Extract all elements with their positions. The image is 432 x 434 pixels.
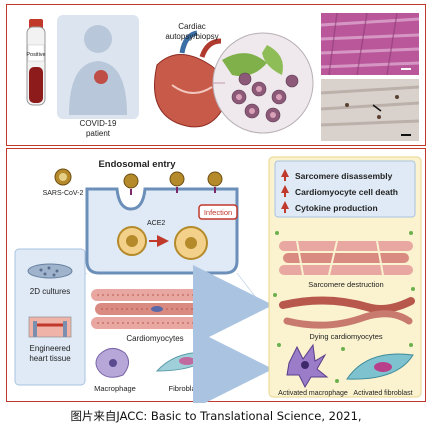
activated-fibroblast-icon (346, 353, 414, 380)
upregulation-arrows (281, 169, 289, 213)
activated-macrophage-label: Activated macrophage (278, 390, 348, 397)
culture-2d-label: 2D cultures (30, 287, 70, 296)
fibroblast-icon (155, 351, 214, 372)
cardiomyocyte-bundle (91, 289, 219, 329)
cardiomyocytes-label: Cardiomyocytes (126, 334, 183, 343)
autopsy-label-line2: autopsy/biopsy (165, 32, 218, 41)
patient-label-line2: patient (86, 129, 111, 138)
engineered-label-line1: Engineered (30, 344, 71, 353)
macrophage-icon (95, 348, 129, 378)
fibroblast-label: Fibroblast (169, 384, 203, 393)
endosome-2 (174, 226, 208, 260)
endosomal-entry-title: Endosomal entry (98, 159, 176, 170)
bottom-panel: Endosomal entry SARS-CoV-2 ACE2 (6, 148, 426, 403)
sarcomere-destruction-label: Sarcomere destruction (308, 280, 383, 289)
patient-label-line1: COVID-19 (80, 119, 117, 128)
cell-membrane (85, 187, 239, 275)
effect-sarcomere: Sarcomere disassembly (295, 171, 393, 181)
tissue-section (212, 32, 314, 134)
virus-icon (54, 168, 72, 186)
infection-badge (198, 204, 238, 220)
heart-icon (94, 70, 108, 84)
effect-cell-death: Cardiomyocyte cell death (295, 187, 398, 197)
sarcomere-destruction-image (279, 240, 413, 276)
autopsy-label-line1: Cardiac (178, 22, 206, 31)
dying-cardiomyocytes-image (279, 296, 415, 329)
cytokine-dots (273, 231, 415, 383)
virus-label: SARS-CoV-2 (43, 190, 84, 197)
culture-panel (14, 248, 86, 386)
histology-image-he (320, 12, 420, 76)
histology-image-ihc (320, 79, 420, 141)
dying-cardiomyocytes-label: Dying cardiomyocytes (309, 332, 383, 341)
activated-fibroblast-label: Activated fibroblast (353, 390, 412, 397)
receptor-bound-virus (123, 171, 223, 195)
macrophage-label: Macrophage (94, 384, 136, 393)
top-panel: Positive COVID-19 patient Cardiac autops… (6, 4, 426, 146)
infection-label: Infection (204, 208, 232, 217)
engineered-label-line2: heart tissue (29, 354, 71, 363)
heart-anatomy-icon (154, 30, 226, 128)
receptor-label: ACE2 (147, 220, 165, 227)
tube-label: Positive (26, 52, 45, 58)
figure-caption: 图片来自JACC: Basic to Translational Science… (70, 409, 362, 423)
bottom-illustration: Endosomal entry SARS-CoV-2 ACE2 (14, 156, 422, 403)
effect-cytokine: Cytokine production (295, 203, 378, 213)
top-illustration: Positive COVID-19 patient Cardiac autops… (26, 12, 420, 141)
activated-macrophage-icon (286, 343, 329, 389)
endosome-1 (117, 226, 147, 256)
patient-figure (57, 15, 139, 119)
outcome-panel (268, 156, 422, 398)
test-tube-icon (26, 19, 46, 106)
